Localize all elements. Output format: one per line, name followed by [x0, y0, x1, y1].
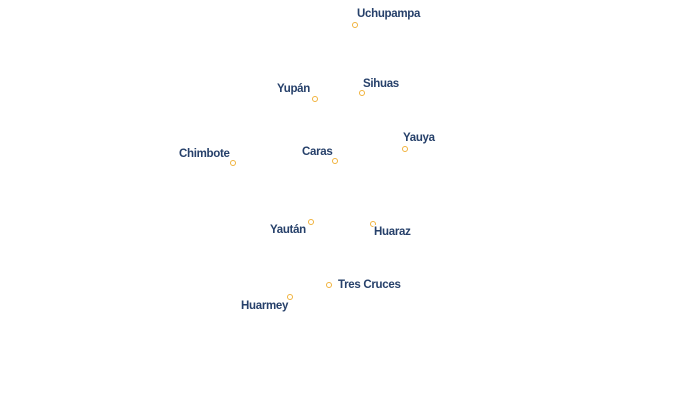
place-label[interactable]: Yupán: [277, 83, 311, 95]
place-marker-icon[interactable]: [230, 160, 236, 166]
place-label[interactable]: Yauya: [403, 132, 435, 144]
place-marker-icon[interactable]: [359, 90, 365, 96]
place-marker-icon[interactable]: [332, 158, 338, 164]
place-marker-icon[interactable]: [326, 282, 332, 288]
place-label[interactable]: Huaraz: [374, 226, 411, 238]
place-marker-icon[interactable]: [312, 96, 318, 102]
place-marker-icon[interactable]: [287, 294, 293, 300]
place-label[interactable]: Chimbote: [179, 148, 230, 160]
place-marker-icon[interactable]: [370, 221, 376, 227]
place-label[interactable]: Tres Cruces: [338, 279, 401, 291]
place-marker-icon[interactable]: [308, 219, 314, 225]
place-label[interactable]: Huarmey: [241, 300, 289, 312]
place-marker-icon[interactable]: [352, 22, 358, 28]
place-label[interactable]: Yaután: [270, 224, 306, 236]
place-marker-icon[interactable]: [402, 146, 408, 152]
place-label[interactable]: Caras: [302, 146, 333, 158]
place-label[interactable]: Sihuas: [363, 78, 399, 90]
place-label[interactable]: Uchupampa: [357, 8, 421, 20]
